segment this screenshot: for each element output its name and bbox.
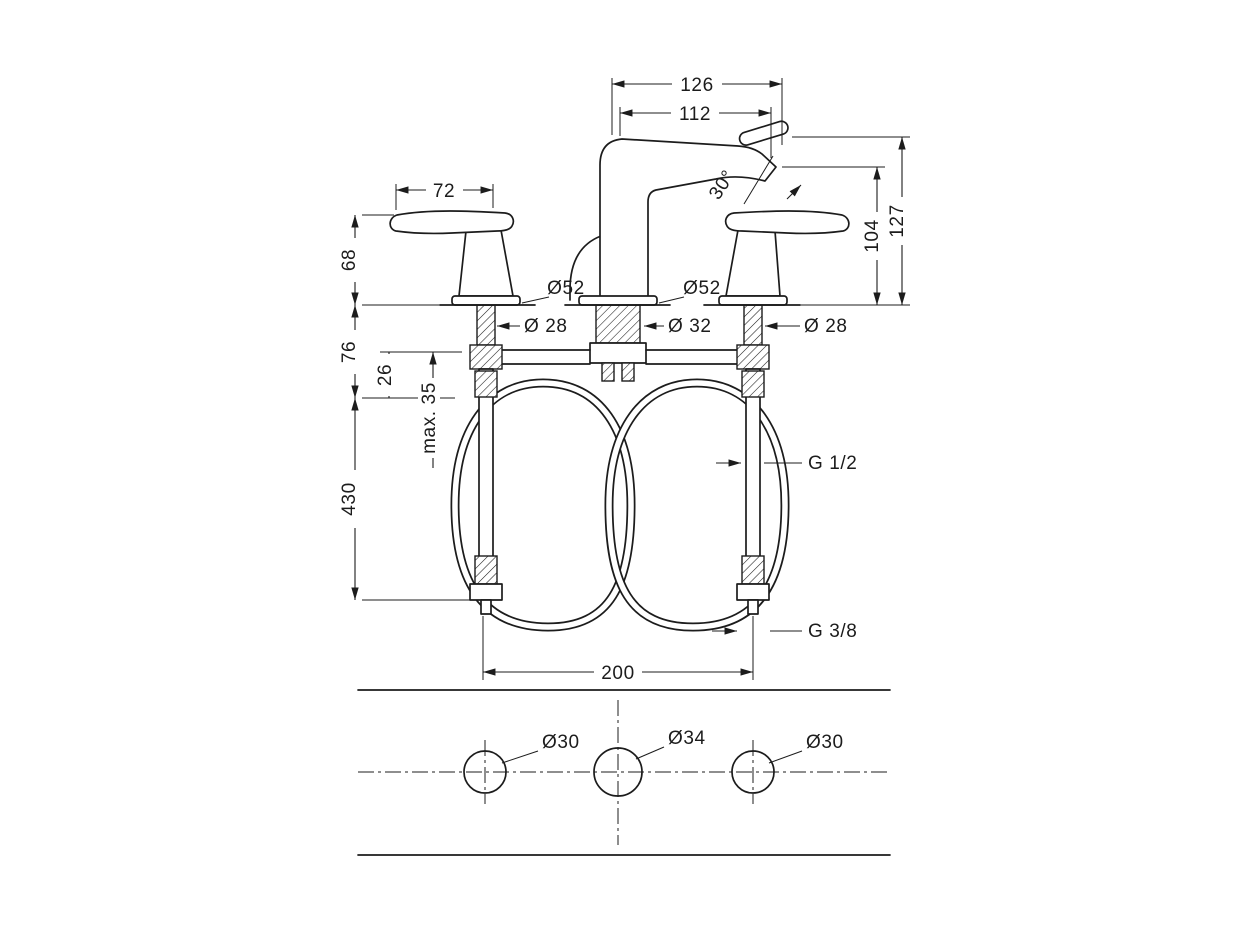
- label-shank-center: Ø 32: [668, 316, 712, 337]
- label-hose-thread: G 3/8: [808, 621, 857, 642]
- left-threaded-shank: [476, 304, 496, 346]
- drill-hole-center: [593, 747, 643, 797]
- dimension-hole-spacing: 200: [482, 616, 754, 684]
- popup-rod-curve: [569, 235, 602, 301]
- label-hole-right: Ø30: [806, 732, 844, 753]
- drill-hole-right: [731, 750, 775, 794]
- dim-label-127: 127: [887, 204, 908, 238]
- dim-label-max35: max. 35: [419, 382, 440, 454]
- right-bottom-stub: [747, 599, 759, 615]
- right-bottom-connector: [741, 555, 765, 585]
- dim-label-112: 112: [679, 104, 711, 125]
- left-bottom-stub: [480, 599, 492, 615]
- label-hole-left: Ø30: [542, 732, 580, 753]
- label-shank-right: Ø 28: [804, 316, 848, 337]
- diameter-labels-side-view: Ø52 Ø52 Ø 28 Ø 32 Ø 28: [497, 278, 848, 337]
- flexible-hose-loops: [450, 378, 790, 632]
- right-handle-group: [703, 210, 850, 306]
- left-tee-fitting: [469, 344, 503, 370]
- left-bottom-connector: [474, 555, 498, 585]
- dimension-width-overall: 126: [611, 73, 783, 145]
- dimension-handle-width: 72: [395, 179, 494, 210]
- dim-label-200: 200: [601, 663, 635, 684]
- right-handle-stem: [725, 229, 781, 297]
- center-mounting-nut: [589, 342, 647, 364]
- left-escutcheon: [451, 295, 521, 306]
- right-tee-fitting: [736, 344, 770, 370]
- center-outlet-right: [621, 362, 635, 382]
- drill-hole-left: [463, 750, 507, 794]
- label-plate-center: Ø52: [683, 278, 721, 299]
- dimension-tee-gap: 26: [374, 351, 462, 398]
- thread-labels: G 1/2 G 3/8: [712, 453, 857, 642]
- dimension-chain-left: 68 76 430: [338, 214, 470, 601]
- center-escutcheon: [578, 295, 658, 306]
- right-supply-pipe: [745, 368, 761, 562]
- dim-label-72: 72: [433, 181, 455, 202]
- spout-body-group: [564, 120, 789, 306]
- right-threaded-shank: [743, 304, 763, 346]
- dimension-chain-right: 104 127: [782, 136, 910, 306]
- dim-label-104: 104: [862, 219, 883, 253]
- spout-body: [599, 138, 777, 301]
- right-bottom-nut: [736, 583, 770, 601]
- right-escutcheon: [718, 295, 788, 306]
- center-threaded-shank: [595, 304, 641, 344]
- mixer-lever-handle: [738, 120, 789, 146]
- dim-label-430: 430: [339, 482, 360, 516]
- dim-label-76: 76: [339, 341, 360, 363]
- right-handle-blade: [724, 210, 850, 235]
- label-hole-center: Ø34: [668, 728, 706, 749]
- label-supply-thread: G 1/2: [808, 453, 857, 474]
- label-shank-left: Ø 28: [524, 316, 568, 337]
- dim-label-126: 126: [680, 75, 714, 96]
- left-bottom-nut: [469, 583, 503, 601]
- plan-view: Ø30 Ø34 Ø30: [357, 689, 891, 856]
- left-handle-blade: [389, 210, 515, 235]
- dim-label-26: 26: [375, 364, 396, 386]
- dim-label-68: 68: [339, 249, 360, 271]
- below-counter-assembly: [469, 304, 770, 615]
- left-supply-pipe: [478, 368, 494, 562]
- left-handle-stem: [458, 229, 514, 297]
- right-hose-crimp: [741, 370, 765, 398]
- dimension-max-thickness: max. 35: [418, 352, 440, 468]
- center-outlet-left: [601, 362, 615, 382]
- label-plate-left: Ø52: [547, 278, 585, 299]
- left-handle-group: [389, 210, 536, 306]
- left-hose-crimp: [474, 370, 498, 398]
- dimension-width-spout: 112: [619, 102, 772, 158]
